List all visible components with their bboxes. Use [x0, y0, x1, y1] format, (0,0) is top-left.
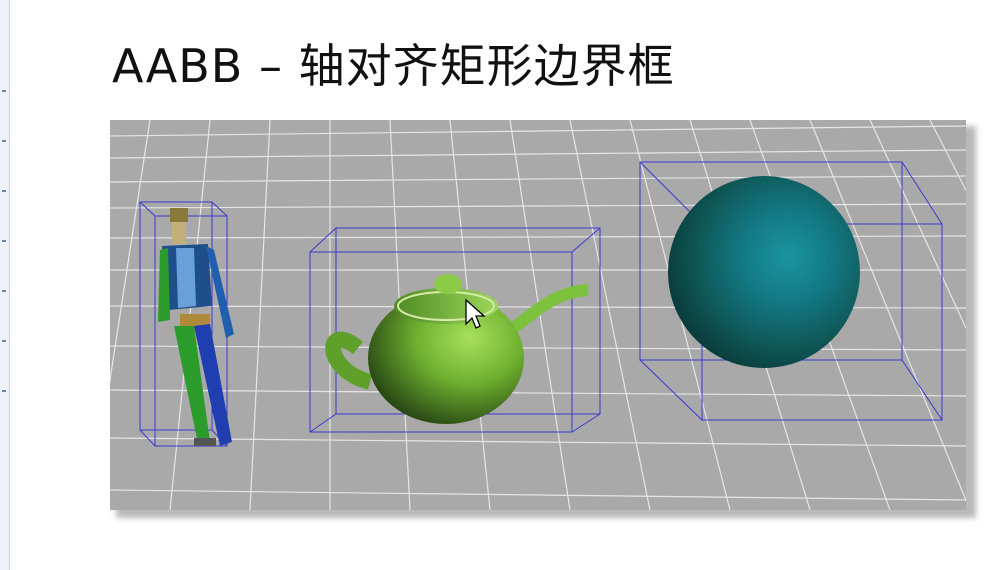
window-left-edge	[0, 0, 10, 570]
slide-title: AABB – 轴对齐矩形边界框	[112, 39, 675, 93]
sphere	[668, 176, 860, 368]
mouse-pointer-icon	[465, 298, 486, 329]
3d-scene-image	[110, 120, 966, 510]
human-figure	[158, 208, 234, 446]
teapot	[325, 274, 589, 424]
scene-canvas	[110, 120, 966, 510]
floor-grid	[110, 120, 966, 510]
